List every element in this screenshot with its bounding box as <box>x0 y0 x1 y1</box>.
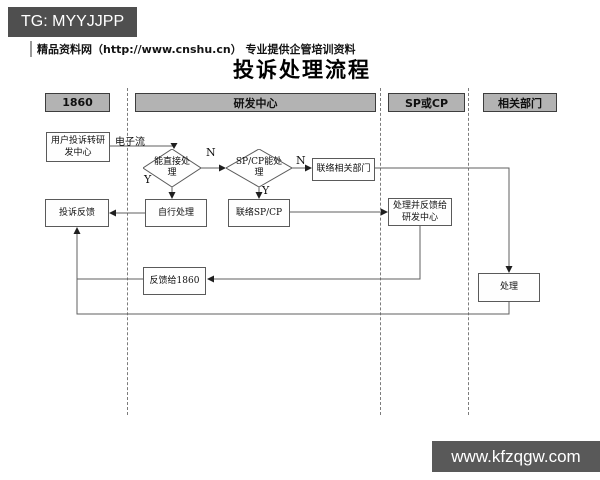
page-title: 投诉处理流程 <box>233 58 371 82</box>
decision-label: SP/CP能处理 <box>235 157 283 178</box>
node-label: 联络SP/CP <box>235 207 283 218</box>
edge-label-no-1: N <box>206 146 216 159</box>
watermark-bottom-text: www.kfzqgw.com <box>451 446 581 466</box>
node-feedback-to-1860: 反馈给1860 <box>143 267 206 295</box>
lane-header-sp-cp: SP或CP <box>388 93 465 112</box>
node-label: 反馈给1860 <box>149 275 200 286</box>
node-contact-related-dept: 联络相关部门 <box>312 158 375 181</box>
lane-separator <box>468 88 469 415</box>
arrowhead <box>109 209 116 217</box>
lane-header-rd-center: 研发中心 <box>135 93 376 112</box>
edge-label-electronic-flow: 电子流 <box>115 137 145 148</box>
lane-header-label: 相关部门 <box>498 96 542 110</box>
arrowhead <box>207 275 214 283</box>
node-handle-and-feedback-rd: 处理并反馈给研发中心 <box>388 198 452 226</box>
lane-header-label: 研发中心 <box>233 96 278 110</box>
edge-label-yes-2: Y <box>262 184 270 197</box>
edge-label-no-2: N <box>296 154 306 167</box>
edge-handlefb-to-fb1860 <box>214 226 421 280</box>
node-label: 处理并反馈给研发中心 <box>392 200 447 223</box>
node-label: 处理 <box>499 282 518 293</box>
lane-header-related-dept: 相关部门 <box>483 93 557 112</box>
diamond-shape <box>143 149 201 187</box>
node-label: 用户投诉转研发中心 <box>50 135 105 158</box>
lane-separator <box>380 88 381 415</box>
edge-label-yes-1: Y <box>144 173 152 186</box>
decision-label: 能直接处理 <box>153 157 190 178</box>
arrowhead <box>219 164 226 172</box>
arrowhead <box>305 164 312 172</box>
node-contact-sp-cp: 联络SP/CP <box>228 199 290 227</box>
node-complaint-feedback: 投诉反馈 <box>45 199 109 227</box>
diamond-shape <box>226 149 292 187</box>
node-user-complaint-to-rd: 用户投诉转研发中心 <box>46 132 110 162</box>
node-label: 投诉反馈 <box>58 207 95 218</box>
decision-sp-cp-can-handle: SP/CP能处理 <box>226 149 292 187</box>
node-label: 联络相关部门 <box>316 164 371 175</box>
lane-header-label: 1860 <box>62 96 93 109</box>
edge-handle-to-feedback <box>76 234 510 315</box>
arrowhead <box>505 266 513 273</box>
node-handle: 处理 <box>478 273 540 302</box>
arrowhead <box>168 192 176 199</box>
node-label: 自行处理 <box>157 207 194 218</box>
decision-can-handle-directly: 能直接处理 <box>143 149 201 187</box>
watermark-top-text: TG: MYYJJPP <box>21 13 125 30</box>
arrowhead <box>381 208 388 216</box>
node-self-handle: 自行处理 <box>145 199 207 227</box>
lane-header-label: SP或CP <box>404 96 449 110</box>
watermark-banner-top: TG: MYYJJPP <box>8 7 137 37</box>
lane-header-1860: 1860 <box>45 93 110 112</box>
arrowhead <box>73 227 81 234</box>
watermark-banner-bottom: www.kfzqgw.com <box>432 441 600 472</box>
source-credit-line: 精品资料网（http://www.cnshu.cn） 专业提供企管培训资料 <box>30 41 356 57</box>
